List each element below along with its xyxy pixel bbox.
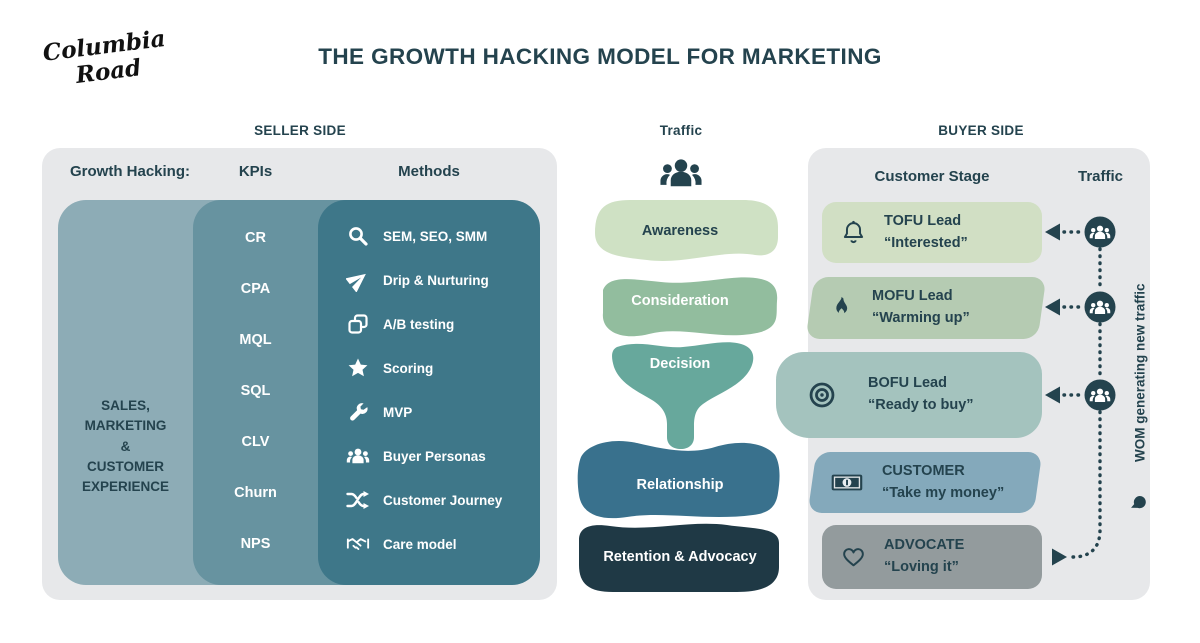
- advocate-quote: “Loving it”: [884, 559, 959, 575]
- advocate-text: ADVOCATE “Loving it”: [884, 535, 964, 579]
- bofu-card: BOFU Lead “Ready to buy”: [776, 352, 1042, 438]
- traffic-group-icon: [659, 158, 703, 188]
- tofu-title: TOFU Lead: [884, 212, 962, 229]
- funnel-shapes: [577, 200, 780, 592]
- method-row: Scoring: [346, 346, 540, 390]
- mofu-quote: “Warming up”: [872, 310, 970, 326]
- method-label: Buyer Personas: [383, 448, 486, 464]
- kpi-cr: CR: [245, 229, 266, 246]
- customer-stage-header: Customer Stage: [874, 168, 990, 185]
- mofu-text: MOFU Lead “Warming up”: [872, 286, 970, 330]
- seller-side-label: SELLER SIDE: [254, 123, 346, 138]
- wom-label: WOM generating new traffic: [1132, 283, 1148, 463]
- retention-shape: [579, 523, 779, 592]
- buyer-side-label: BUYER SIDE: [938, 123, 1024, 138]
- kpi-churn: Churn: [234, 484, 277, 501]
- scope-line: CUSTOMER: [86, 458, 164, 474]
- kpis-header: KPIs: [238, 163, 273, 180]
- speech-bubble-icon: [1131, 494, 1148, 511]
- paper-plane-icon: [346, 268, 370, 292]
- method-label: Scoring: [383, 360, 434, 376]
- bofu-quote: “Ready to buy”: [868, 397, 974, 413]
- method-label: Customer Journey: [383, 492, 503, 508]
- funnel-stage-retention: Retention & Advocacy: [603, 549, 757, 565]
- mofu-card: MOFU Lead “Warming up”: [805, 277, 1047, 339]
- dotted-lines: [1062, 230, 1102, 559]
- arrow-left-mofu-icon: [1045, 298, 1060, 316]
- methods-column: [318, 200, 540, 585]
- kpi-clv: CLV: [241, 433, 270, 450]
- kpi-nps: NPS: [240, 535, 271, 552]
- tofu-text: TOFU Lead “Interested”: [884, 211, 968, 255]
- heart-icon: [822, 544, 884, 571]
- page-title: THE GROWTH HACKING MODEL FOR MARKETING: [318, 44, 882, 69]
- kpi-mql: MQL: [239, 331, 272, 348]
- tofu-card: TOFU Lead “Interested”: [822, 202, 1042, 263]
- advocate-title: ADVOCATE: [884, 537, 965, 554]
- tofu-quote: “Interested”: [884, 234, 968, 251]
- star-icon: [346, 356, 370, 380]
- mofu-title: MOFU Lead: [872, 288, 953, 305]
- method-row: Buyer Personas: [346, 434, 540, 478]
- method-label: SEM, SEO, SMM: [383, 228, 488, 244]
- method-label: A/B testing: [383, 316, 455, 332]
- buyer-personas-group-icon: [346, 444, 370, 468]
- ab-testing-copy-icon: [346, 312, 370, 336]
- bofu-text: BOFU Lead “Ready to buy”: [868, 373, 974, 417]
- arrow-right-advocate-icon: [1052, 548, 1067, 566]
- banknote-icon: [812, 471, 882, 494]
- method-label: Drip & Nurturing: [383, 272, 489, 288]
- arrow-left-bofu-icon: [1045, 386, 1060, 404]
- method-row: SEM, SEO, SMM: [346, 214, 540, 258]
- scope-line: MARKETING: [84, 418, 167, 434]
- method-row: MVP: [346, 390, 540, 434]
- arrow-left-tofu-icon: [1045, 223, 1060, 241]
- traffic-group-badge-icons: [1084, 216, 1116, 411]
- consideration-shape: [602, 277, 778, 337]
- method-list: SEM, SEO, SMM Drip & Nurturing A/B testi…: [318, 200, 540, 585]
- method-label: MVP: [383, 404, 413, 420]
- flame-icon: [810, 296, 872, 321]
- methods-header: Methods: [398, 163, 460, 180]
- awareness-shape: [595, 200, 778, 261]
- method-label: Care model: [383, 536, 457, 552]
- decision-shape: [612, 342, 754, 449]
- method-row: Care model: [346, 522, 540, 566]
- method-row: Customer Journey: [346, 478, 540, 522]
- bell-icon: [822, 219, 884, 246]
- advocate-card: ADVOCATE “Loving it”: [822, 525, 1042, 589]
- funnel-stage-decision: Decision: [649, 356, 711, 372]
- kpi-sql: SQL: [240, 382, 271, 399]
- scope-text: SALES, MARKETING & CUSTOMER EXPERIENCE: [58, 396, 193, 497]
- method-row: A/B testing: [346, 302, 540, 346]
- wrench-icon: [346, 400, 370, 424]
- customer-text: CUSTOMER “Take my money”: [882, 461, 1004, 505]
- journey-shuffle-icon: [346, 488, 370, 512]
- customer-title: CUSTOMER: [882, 462, 965, 479]
- funnel-stage-awareness: Awareness: [641, 223, 719, 239]
- funnel: Awareness Consideration Decision Relatio…: [565, 195, 795, 603]
- scope-line: &: [120, 438, 131, 454]
- kpi-cpa: CPA: [240, 280, 271, 297]
- buyer-traffic-header: Traffic: [1077, 168, 1123, 185]
- traffic-label: Traffic: [659, 123, 703, 138]
- relationship-shape: [577, 440, 780, 519]
- funnel-stage-consideration: Consideration: [631, 293, 729, 309]
- method-row: Drip & Nurturing: [346, 258, 540, 302]
- kpi-list: CR CPA MQL SQL CLV Churn NPS: [193, 200, 318, 585]
- handshake-icon: [346, 532, 370, 556]
- scope-line: EXPERIENCE: [81, 479, 170, 494]
- seller-panel: Growth Hacking: KPIs Methods SALES, MARK…: [42, 148, 557, 600]
- bofu-title: BOFU Lead: [868, 375, 947, 392]
- columbia-road-logo: Columbia Road: [40, 22, 170, 94]
- scope-line: SALES,: [101, 398, 150, 413]
- wom-traffic-loop: [1040, 200, 1160, 600]
- customer-quote: “Take my money”: [882, 484, 1005, 501]
- customer-card: CUSTOMER “Take my money”: [807, 452, 1043, 513]
- bullseye-icon: [776, 380, 868, 410]
- funnel-stage-relationship: Relationship: [636, 477, 724, 493]
- growth-hacking-header: Growth Hacking:: [70, 163, 191, 180]
- search-icon: [346, 224, 370, 248]
